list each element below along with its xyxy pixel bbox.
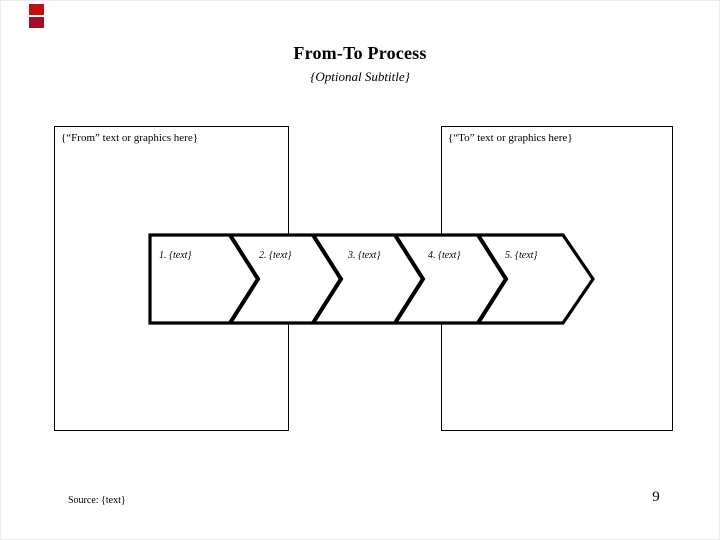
from-placeholder-box: {“From” text or graphics here} <box>54 126 289 431</box>
slide-subtitle: {Optional Subtitle} <box>310 69 410 84</box>
logo-mark-top <box>29 4 44 15</box>
chevron-separator-3 <box>393 233 426 325</box>
slide-title: From-To Process <box>293 43 427 63</box>
logo-mark-bottom <box>29 17 44 28</box>
from-box-label: {“From” text or graphics here} <box>61 132 199 144</box>
process-step-2-label: 2. {text} <box>259 250 292 261</box>
page-number: 9 <box>652 489 660 505</box>
process-step-1-label: 1. {text} <box>159 250 192 261</box>
to-placeholder-box: {“To” text or graphics here} <box>441 126 673 431</box>
source-note: Source: {text} <box>68 495 126 506</box>
process-step-4-label: 4. {text} <box>428 250 461 261</box>
chevron-separator-2 <box>311 233 344 325</box>
process-step-3-label: 3. {text} <box>348 250 381 261</box>
to-box-label: {“To” text or graphics here} <box>448 132 573 144</box>
process-step-5-label: 5. {text} <box>505 250 538 261</box>
